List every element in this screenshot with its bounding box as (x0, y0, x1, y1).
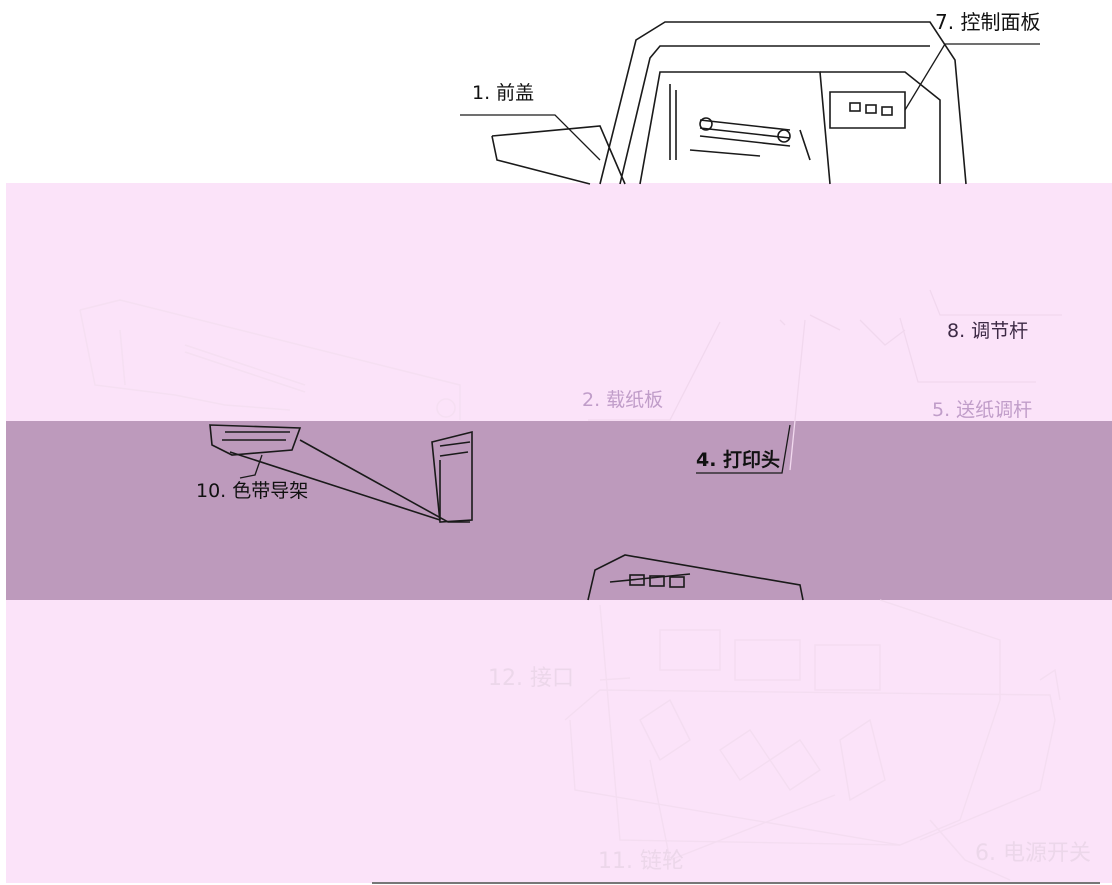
background-band-mauve (6, 421, 1112, 604)
top-printer-drawing (460, 21, 1040, 185)
background-band-pink (6, 183, 1112, 423)
label-adjust-lever: 8. 调节杆 (947, 320, 1029, 342)
label-print-head: 4. 打印头 (696, 449, 781, 471)
ribbon-cartridge-drawing (79, 299, 461, 420)
ribbon-cartridge-lower (209, 424, 791, 523)
label-feed-lever: 5. 送纸调杆 (932, 399, 1033, 421)
bottom-printer-faint (564, 599, 1061, 881)
mid-section-lines (588, 289, 1062, 471)
label-paper-board: 2. 载纸板 (582, 389, 664, 411)
label-power-switch: 6. 电源开关 (975, 841, 1091, 866)
label-ribbon-guide: 10. 色带导架 (196, 480, 309, 502)
background-band-pink-lower (6, 600, 1112, 883)
label-sprocket: 11. 链轮 (598, 849, 684, 874)
label-interface: 12. 接口 (488, 666, 574, 691)
label-control-panel: 7. 控制面板 (935, 10, 1041, 34)
label-front-cover: 1. 前盖 (472, 82, 535, 104)
bottom-printer-dark (587, 554, 804, 601)
